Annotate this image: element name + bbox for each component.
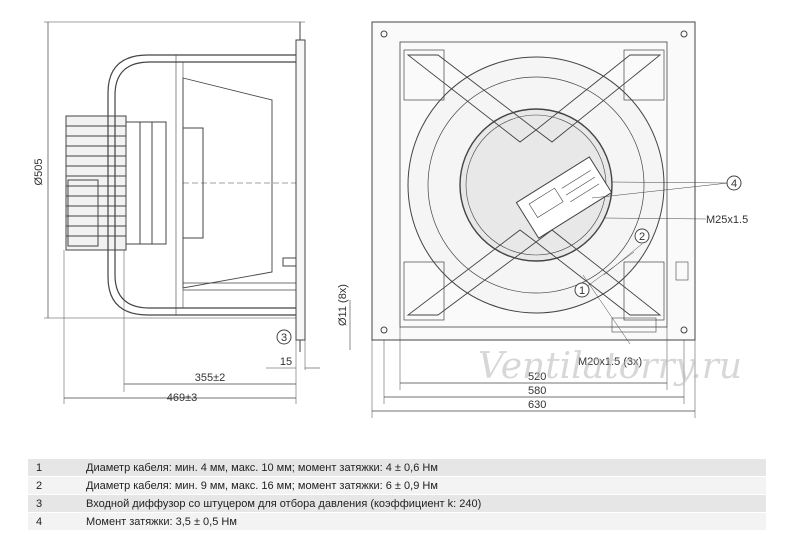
dim-520-label: 520 [528,371,546,383]
dim-355-label: 355±2 [195,372,226,384]
legend-text: Диаметр кабеля: мин. 4 мм, макс. 10 мм; … [80,459,766,477]
legend-row: 3 Входной диффузор со штуцером для отбор… [28,494,766,513]
legend-text: Диаметр кабеля: мин. 9 мм, макс. 16 мм; … [80,476,766,495]
dim-15-label: 15 [280,356,292,368]
legend-number: 4 [28,512,80,531]
legend-row: 1 Диаметр кабеля: мин. 4 мм, макс. 10 мм… [28,459,766,477]
legend-text: Момент затяжки: 3,5 ± 0,5 Нм [80,512,766,531]
legend-text: Входной диффузор со штуцером для отбора … [80,494,766,513]
technical-drawing: Ø505 Ø11 (8x) 3 355±2 469±3 15 [33,21,748,418]
legend-number: 1 [28,459,80,477]
front-view [371,21,742,418]
dim-630-label: 630 [528,399,546,411]
watermark: Ventilatorry.ru [478,346,742,387]
legend-number: 3 [28,494,80,513]
legend-row: 4 Момент затяжки: 3,5 ± 0,5 Нм [28,512,766,531]
gland-m25-label: M25x1.5 [706,214,748,226]
electronics-box [515,156,613,239]
legend-table: 1 Диаметр кабеля: мин. 4 мм, макс. 10 мм… [28,459,766,531]
motor-housing [65,115,167,251]
callout-4: 4 [731,178,737,190]
callout-2: 2 [639,231,645,243]
dim-diameter-label: Ø505 [33,159,45,186]
legend-number: 2 [28,476,80,495]
callout-3: 3 [281,332,287,344]
gland-m20-label: M20x1.5 (3x) [578,356,642,368]
side-view [44,21,387,404]
legend-row: 2 Диаметр кабеля: мин. 9 мм, макс. 16 мм… [28,476,766,495]
dim-580-label: 580 [528,385,546,397]
dim-469-label: 469±3 [167,392,198,404]
hole-dimension-label: Ø11 (8x) [337,284,349,326]
callout-1: 1 [579,285,585,297]
